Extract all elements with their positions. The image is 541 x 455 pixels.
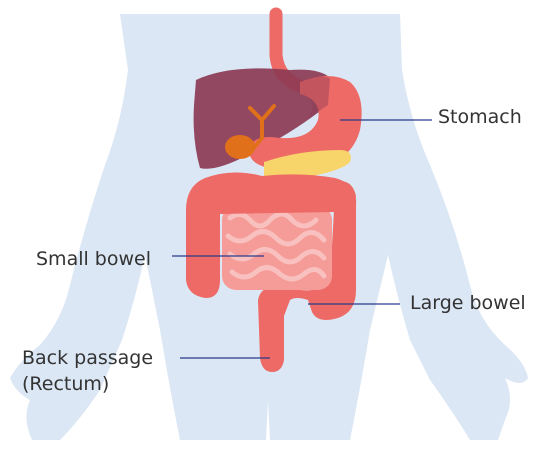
transverse-colon: [200, 175, 356, 214]
small-bowel: [222, 206, 332, 290]
rectum-label: (Rectum): [22, 372, 109, 396]
gallbladder: [225, 135, 255, 159]
large-bowel-label: Large bowel: [410, 291, 526, 315]
stomach-label: Stomach: [438, 105, 522, 129]
back-passage-label: Back passage: [22, 346, 153, 370]
small-bowel-label: Small bowel: [36, 247, 151, 271]
